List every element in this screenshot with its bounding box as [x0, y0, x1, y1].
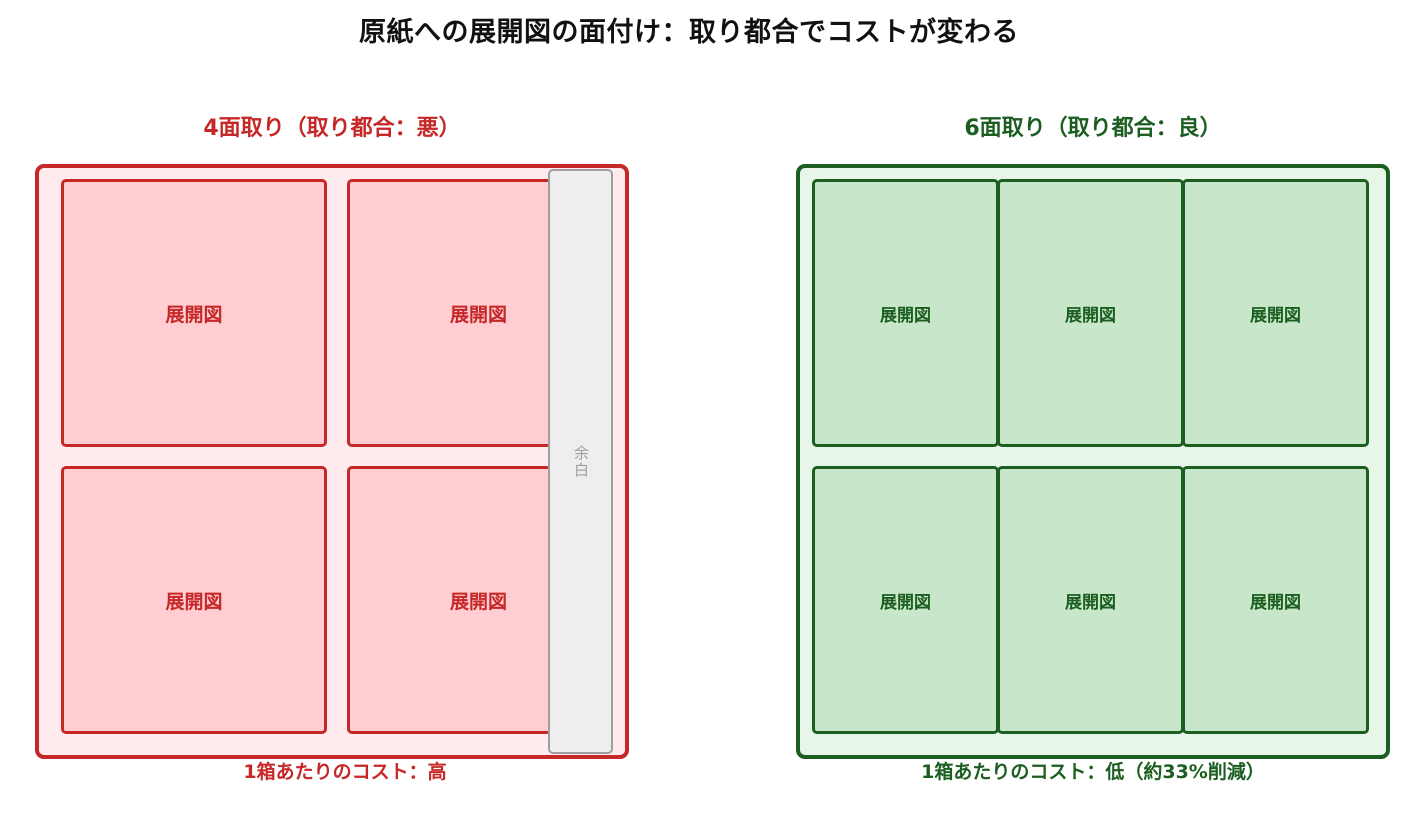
good-cost-label: 1箱あたりのコスト：低（約33%削減）	[921, 761, 1265, 783]
net-label: 展開図	[880, 592, 931, 613]
net-label: 展開図	[1250, 592, 1301, 613]
net-6up-1: 展開図	[812, 179, 999, 447]
net-6up-4: 展開図	[812, 466, 999, 734]
net-6up-6: 展開図	[1182, 466, 1369, 734]
net-label: 展開図	[1065, 305, 1116, 326]
net-6up-3: 展開図	[1182, 179, 1369, 447]
net-label: 展開図	[880, 305, 931, 326]
margin-label: 余白	[572, 444, 590, 479]
net-label: 展開図	[165, 303, 223, 326]
net-4up-1: 展開図	[61, 179, 327, 447]
net-6up-5: 展開図	[997, 466, 1184, 734]
net-4up-3: 展開図	[61, 466, 327, 734]
net-label: 展開図	[450, 590, 508, 613]
bad-layout-title: 4面取り（取り都合：悪）	[203, 116, 461, 141]
waste-margin-strip: 余白	[548, 169, 613, 754]
net-label: 展開図	[1065, 592, 1116, 613]
diagram-title: 原紙への展開図の面付け：取り都合でコストが変わる	[359, 17, 1019, 48]
net-label: 展開図	[165, 590, 223, 613]
net-6up-2: 展開図	[997, 179, 1184, 447]
good-layout-title: 6面取り（取り都合：良）	[964, 116, 1222, 141]
net-label: 展開図	[450, 303, 508, 326]
bad-cost-label: 1箱あたりのコスト：高	[243, 761, 447, 783]
net-label: 展開図	[1250, 305, 1301, 326]
